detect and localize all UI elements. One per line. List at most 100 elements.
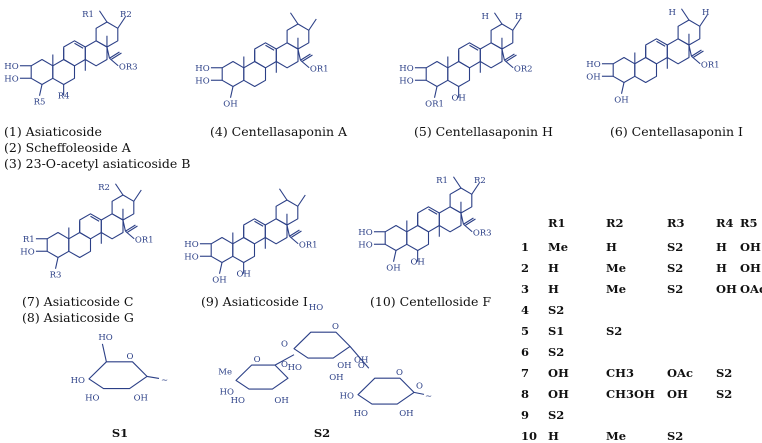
atom-label: OR1	[701, 61, 720, 71]
ring-b	[447, 60, 471, 88]
table-cell: H	[548, 261, 559, 275]
atom-label: HO	[288, 363, 302, 373]
atom-label: H	[482, 12, 489, 22]
carbonyl-bond	[691, 49, 702, 57]
ester-bond	[297, 48, 301, 61]
ring-c	[63, 40, 86, 67]
atom-label: H	[669, 8, 676, 18]
ring-e-substituent	[117, 16, 126, 29]
row-number: 8	[521, 387, 529, 401]
table-row: 3HMeS2OHOAc	[521, 282, 762, 296]
ring-e-substituent	[452, 176, 462, 189]
structure-caption: (1) Asiaticoside	[4, 124, 102, 139]
atom-label: OR3	[473, 229, 492, 239]
atom-label: HO	[358, 228, 372, 238]
ring-a	[30, 58, 54, 86]
carbonyl-bond	[109, 51, 120, 59]
atom-label: O	[254, 355, 261, 365]
ring-e-substituent	[98, 10, 108, 23]
table-cell: H	[548, 429, 559, 443]
atom-label: R2	[120, 10, 132, 20]
table-header: R5	[740, 216, 758, 230]
double-bond	[656, 40, 666, 47]
table-header: R4	[716, 216, 734, 230]
atom-label: R3	[50, 271, 62, 281]
atom-label: HO	[586, 60, 600, 70]
atom-label: HO	[4, 74, 18, 84]
ester-bond	[688, 44, 692, 57]
c4-bond	[433, 86, 438, 98]
atom-label: R4	[58, 91, 70, 101]
ring-b	[406, 224, 430, 252]
table-cell: H	[606, 240, 617, 254]
ester-o-bond	[504, 59, 514, 69]
carbonyl-bond	[300, 53, 311, 61]
atom-label: R1	[23, 235, 35, 245]
atom-label: H	[702, 8, 709, 18]
table-cell: OAc	[740, 282, 762, 296]
table-cell: S2	[716, 366, 732, 380]
ring-e-substituent	[512, 18, 521, 31]
carbonyl-bond	[125, 224, 136, 232]
structure-caption: (6) Centellasaponin I	[610, 124, 743, 139]
wavy-bond-icon: ~	[161, 375, 168, 385]
ring-b	[232, 236, 256, 264]
carbonyl-bond	[127, 225, 138, 233]
ring-c	[458, 42, 481, 69]
atom-label: Me	[218, 367, 232, 377]
ester-bond	[501, 48, 505, 61]
table-cell: H	[716, 261, 727, 275]
table-cell: OH	[740, 240, 761, 254]
atom-label: OH	[223, 100, 237, 110]
ester-o-bond	[300, 59, 310, 69]
ester-o-bond	[289, 235, 299, 245]
atom-label: HO	[195, 64, 209, 74]
table-cell: Me	[606, 429, 626, 443]
structure-caption: (5) Centellasaponin H	[414, 124, 553, 139]
ring-e-substituent	[308, 18, 317, 31]
pyranose-ring	[357, 377, 415, 405]
ring-e-substituent	[297, 194, 306, 207]
atom-label: R5	[34, 98, 46, 108]
carbonyl-bond	[111, 52, 122, 60]
double-bond	[265, 44, 275, 51]
atom-label: HO	[231, 396, 245, 406]
ring-e-substituent	[278, 188, 288, 201]
table-cell: OAc	[667, 366, 693, 380]
atom-label: OH	[212, 276, 226, 286]
ring-c	[254, 42, 277, 69]
atom-label: OH	[586, 72, 600, 82]
atom-label: HO	[184, 252, 198, 262]
ring-a	[46, 231, 70, 259]
ester-o-bond	[691, 55, 701, 65]
table-cell: H	[716, 240, 727, 254]
ester-bond	[286, 224, 290, 237]
wavy-bond-icon: ~	[425, 391, 432, 401]
table-cell: Me	[606, 261, 626, 275]
atom-label: OR1	[425, 100, 444, 110]
atom-label: O	[127, 352, 134, 362]
atom-label: O	[416, 381, 423, 391]
atom-label: OH	[399, 409, 413, 419]
table-cell: S2	[548, 345, 564, 359]
table-cell: S2	[667, 282, 683, 296]
c6-bond	[101, 343, 107, 362]
table-cell: OH	[740, 261, 761, 275]
ring-e-substituent	[493, 12, 503, 25]
table-cell: Me	[548, 240, 568, 254]
atom-label: OH	[329, 373, 343, 383]
atom-label: OH	[134, 394, 148, 404]
table-cell: S2	[606, 324, 622, 338]
atom-label: HO	[340, 392, 354, 402]
structure-caption: (8) Asiaticoside G	[22, 310, 134, 325]
ring-a	[210, 236, 234, 264]
atom-label: HO	[71, 376, 85, 386]
table-cell: S2	[667, 261, 683, 275]
carbonyl-bond	[465, 218, 476, 226]
